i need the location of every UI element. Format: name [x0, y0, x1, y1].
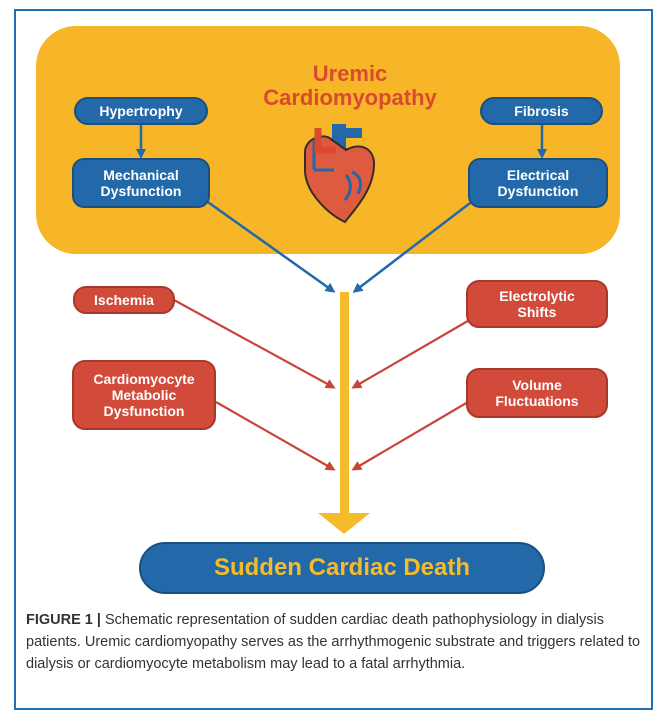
node-fibrosis: Fibrosis [480, 97, 603, 125]
diagram-title: Uremic Cardiomyopathy [263, 61, 437, 111]
figure-caption: FIGURE 1 | Schematic representation of s… [26, 609, 646, 675]
caption-label: FIGURE 1 | [26, 612, 101, 628]
main-arrow-head [318, 513, 370, 534]
arrow-ischemia-to-main [173, 299, 336, 389]
arrow-electrical-to-main [352, 199, 475, 293]
main-arrow-shaft [340, 292, 349, 514]
node-electrical-dysfunction: Electrical Dysfunction [468, 158, 608, 208]
node-electrolytic-shifts: Electrolytic Shifts [466, 280, 608, 328]
node-hypertrophy: Hypertrophy [74, 97, 208, 125]
node-ischemia: Ischemia [73, 286, 175, 314]
node-volume-fluctuations: Volume Fluctuations [466, 368, 608, 418]
arrow-metabolic-to-main [215, 401, 336, 471]
arrow-volume-to-main [351, 401, 469, 471]
caption-text: Schematic representation of sudden cardi… [26, 612, 641, 672]
outcome-sudden-cardiac-death: Sudden Cardiac Death [139, 542, 545, 594]
arrow-mechanical-to-main [204, 198, 336, 293]
arrow-electrolytic-to-main [351, 317, 474, 389]
heart-icon [304, 124, 376, 224]
node-mechanical-dysfunction: Mechanical Dysfunction [72, 158, 210, 208]
node-cardiomyocyte-metabolic-dysfunction: Cardiomyocyte Metabolic Dysfunction [72, 360, 216, 430]
